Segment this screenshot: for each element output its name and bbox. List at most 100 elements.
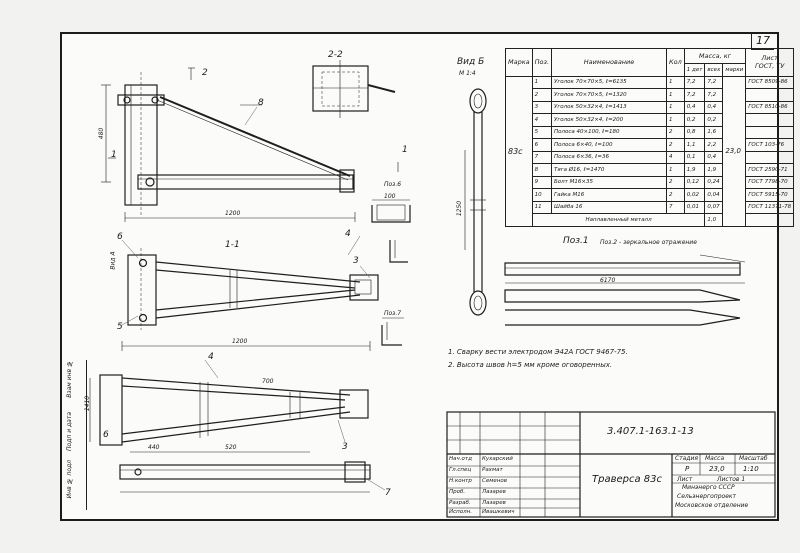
cell: 10: [531, 188, 553, 202]
callout-1b: 1: [111, 150, 117, 160]
view-b-tie-rod: [464, 88, 487, 316]
cell: 6: [531, 138, 553, 152]
cell: 1,6: [704, 125, 724, 139]
cell: Уголок 70×70×5, ℓ=1320: [551, 88, 668, 102]
cell: Тяга Ø16, ℓ=1470: [551, 163, 668, 177]
cell: 0,24: [704, 175, 724, 189]
section-2-2: [312, 60, 396, 118]
role: Исполн.: [449, 509, 472, 515]
bracket-detail: [389, 240, 408, 263]
weld-label: Наплавленный металл: [531, 213, 706, 227]
org-line: Минэнерго СССР: [682, 484, 735, 491]
callout-6: 6: [117, 232, 123, 242]
role: Проб.: [449, 489, 466, 495]
cell: 7: [666, 200, 685, 214]
scale-value: 1:10: [743, 465, 759, 473]
specification-table: Марка Поз. Наименование Кол Масса, кг Ли…: [505, 48, 795, 227]
mass-subheader: марки: [722, 63, 747, 77]
spec-total: 23,0: [722, 75, 747, 227]
plan-1-1: [127, 248, 379, 330]
mass-subheader: 1 дет: [683, 63, 706, 77]
cell: 1: [666, 100, 685, 114]
dimension: 480: [98, 127, 106, 140]
cell: 2: [531, 88, 553, 102]
title-block-grid: [446, 411, 776, 518]
cell: [745, 213, 795, 227]
cell: Шайба 16: [551, 200, 668, 214]
callout-6b: 6: [103, 430, 109, 440]
cell: 7,2: [704, 75, 724, 89]
lower-plan-view: [89, 341, 371, 453]
cell: Болт М16×35: [551, 175, 668, 189]
pos-6-label: Поз.6: [384, 181, 402, 188]
mass-header: Масса: [705, 455, 725, 462]
spec-header: Наименование: [551, 48, 668, 77]
cell: [745, 150, 795, 164]
role: Н.контр: [449, 478, 472, 484]
cell: ГОСТ 103-76: [745, 138, 795, 152]
cell: 1: [666, 163, 685, 177]
callout-4b: 4: [345, 229, 351, 239]
scale-header: Масштаб: [739, 455, 768, 462]
cell: 0,4: [683, 100, 706, 114]
dimension: 1200: [232, 338, 248, 345]
dimension: 1250: [456, 200, 464, 217]
dimension: 100: [384, 193, 396, 200]
section-label-2-2: 2-2: [328, 50, 343, 60]
org-line: Сельэнергопроект: [677, 493, 737, 500]
cell: 2: [666, 175, 685, 189]
cell: 0,2: [704, 113, 724, 127]
callout-1: 1: [402, 145, 408, 155]
cell: ГОСТ 7798-70: [745, 175, 795, 189]
cell: Полоса 6×40, ℓ=100: [551, 138, 668, 152]
callout-2: 2: [202, 68, 208, 78]
stage-value: Р: [685, 465, 690, 473]
cell: 2,2: [704, 138, 724, 152]
role: Разраб.: [449, 500, 471, 506]
sheet-label: Лист: [677, 476, 693, 483]
note-2: 2. Высота швов h=5 мм кроме оговоренных.: [448, 361, 613, 369]
callout-leaders: [121, 106, 386, 491]
cell: 2: [666, 138, 685, 152]
cell: 1,9: [704, 163, 724, 177]
cell: 0,12: [683, 175, 706, 189]
dimension: 1200: [225, 210, 241, 217]
cell: 4: [666, 150, 685, 164]
bottom-angle-view: [119, 461, 371, 493]
cell: 1: [666, 113, 685, 127]
cell: Уголок 50×32×4, ℓ=1413: [551, 100, 668, 114]
doc-code: 3.407.1-163.1-13: [607, 426, 694, 437]
section-label-1-1: 1-1: [225, 240, 240, 250]
cell: 8: [531, 163, 553, 177]
callout-3: 3: [342, 442, 348, 452]
sheets-label: Листов 1: [717, 476, 746, 483]
dimension: 520: [225, 444, 237, 451]
cell: [745, 125, 795, 139]
pos-6-detail: [371, 199, 411, 223]
cell: 3: [531, 100, 553, 114]
spec-header: Марка: [505, 48, 533, 77]
view-a-label: Вид А: [109, 251, 117, 270]
cell: 1,9: [683, 163, 706, 177]
callout-8: 8: [258, 98, 264, 108]
cell: 0,2: [683, 113, 706, 127]
cell: 0,4: [704, 100, 724, 114]
person-name: Семенов: [482, 478, 507, 484]
cell: Уголок 50×32×4, ℓ=200: [551, 113, 668, 127]
cell: [745, 88, 795, 102]
spec-header: Масса, кг: [683, 48, 747, 64]
weld-value: 1,0: [704, 213, 724, 227]
pos-1-detail: [504, 254, 746, 326]
cell: 2: [666, 125, 685, 139]
cell: 1: [666, 75, 685, 89]
org-line: Московское отделение: [675, 502, 749, 509]
person-name: Рахмат: [482, 467, 503, 473]
role: Нач.отд: [449, 456, 472, 462]
mass-subheader: всех: [704, 63, 724, 77]
person-name: Лазарев: [482, 500, 506, 506]
